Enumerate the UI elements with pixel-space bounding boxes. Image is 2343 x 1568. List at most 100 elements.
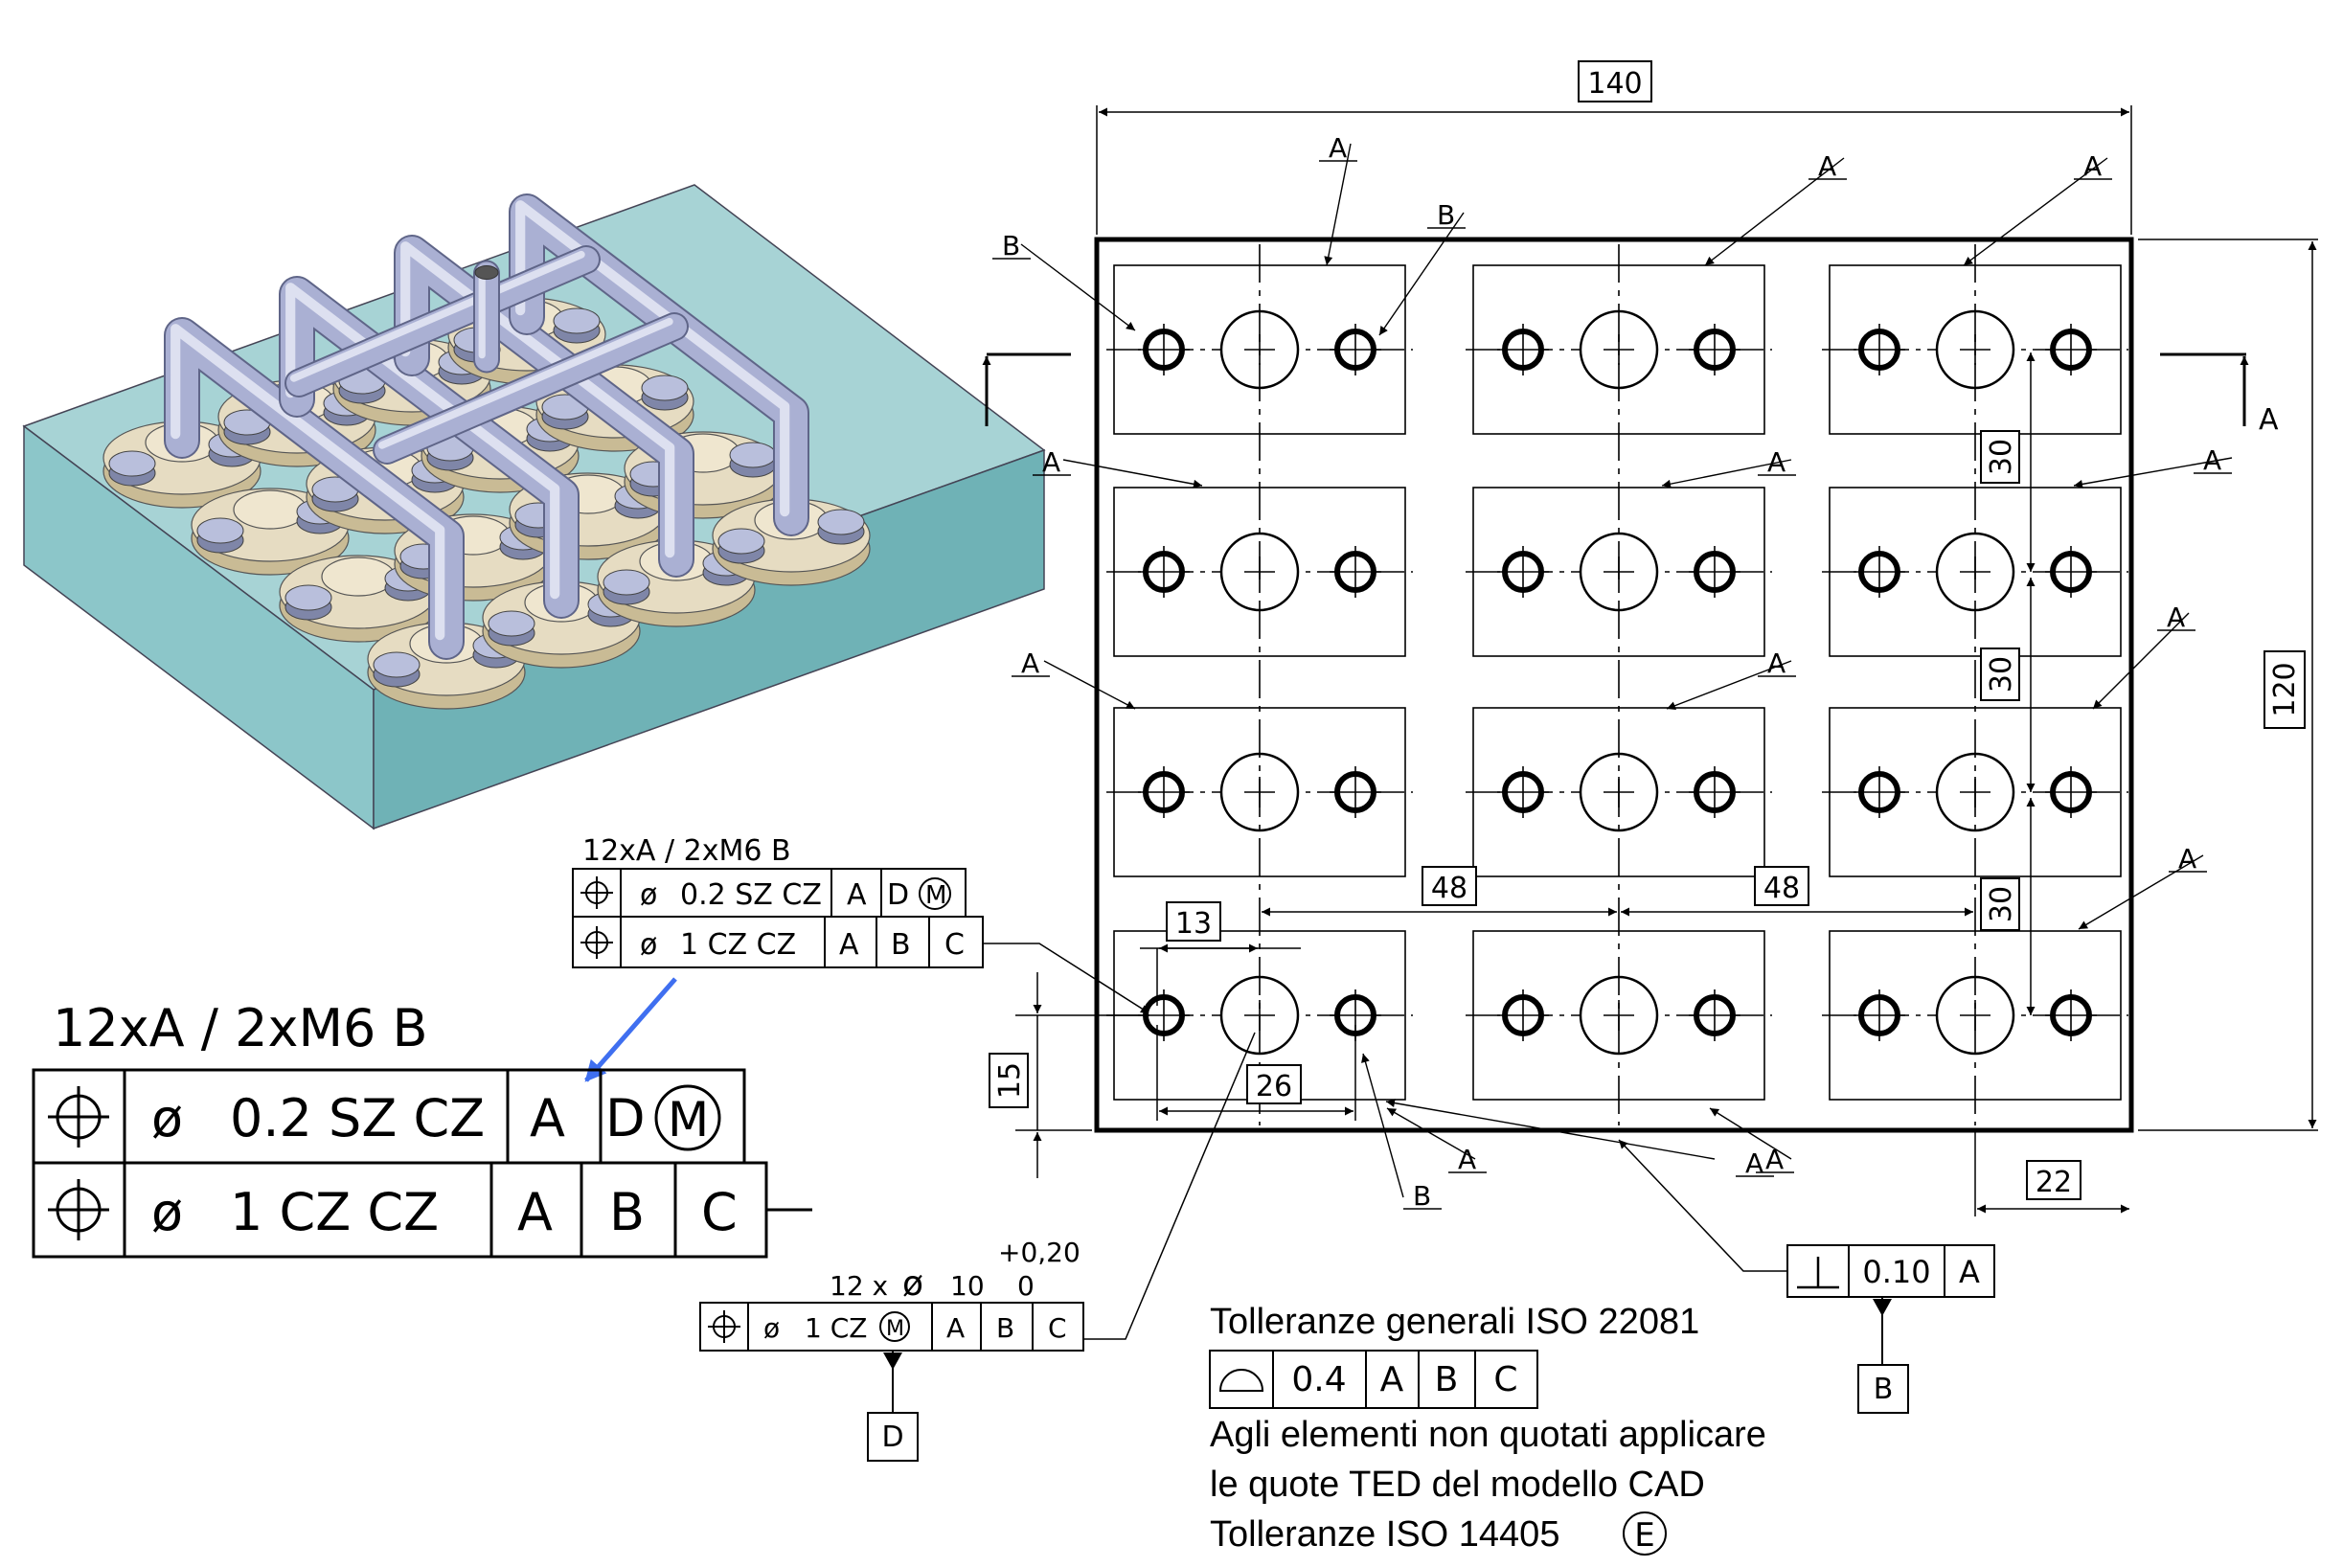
leader-label: A xyxy=(1329,132,1347,164)
fcf-big-row2-ref-b: B xyxy=(609,1182,645,1242)
dim-48-b: 48 xyxy=(1763,872,1800,905)
hole-size: 12 x xyxy=(830,1270,888,1302)
note-line2: Agli elementi non quotati applicare xyxy=(1210,1415,1766,1455)
zoom-arrow xyxy=(584,977,677,1082)
svg-text:ø: ø xyxy=(151,1182,183,1242)
svg-text:ø: ø xyxy=(640,878,657,912)
plan-cell xyxy=(1466,930,1772,1101)
hole-datum: D xyxy=(881,1420,903,1454)
hole-fcf-tol: 1 CZ xyxy=(805,1312,867,1344)
fcf-small-row2-ref-c: C xyxy=(944,928,965,962)
fcf-big-row1-ref: A xyxy=(530,1088,565,1148)
plan-cell xyxy=(1822,707,2128,877)
svg-text:ø: ø xyxy=(151,1088,183,1148)
svg-text:ø: ø xyxy=(640,928,657,962)
hole-lower-tol: 0 xyxy=(1017,1270,1035,1302)
fcf-small-title: 12xA / 2xM6 B xyxy=(582,834,791,868)
leader: A xyxy=(1386,1107,1487,1175)
leader: A xyxy=(1709,1107,1794,1175)
profile-tol: 0.4 xyxy=(1291,1360,1346,1399)
leader-label: A xyxy=(1042,446,1060,478)
perp-ref: A xyxy=(1959,1254,1980,1290)
fcf-small-row1-mod: D xyxy=(887,878,909,912)
clamp xyxy=(482,580,641,669)
leader: A xyxy=(2092,602,2195,710)
fcf-small-row2-tol: 1 CZ CZ xyxy=(680,928,796,962)
perp-callout: 0.10 A B xyxy=(1618,1139,1995,1414)
general-notes: Tolleranze generali ISO 22081 0.4 A B C … xyxy=(1209,1302,1766,1556)
hole-callout: +0,20 12 x ø 10 0 ø 1 CZ M A B C D xyxy=(699,1032,1256,1462)
note-line1: Tolleranze generali ISO 22081 xyxy=(1210,1302,1699,1342)
leader: B xyxy=(1361,1053,1442,1212)
leader: B xyxy=(992,230,1136,331)
leader: A xyxy=(1319,132,1357,266)
leader: A xyxy=(1033,446,1203,489)
leader: A xyxy=(1704,150,1847,266)
svg-text:ø: ø xyxy=(902,1264,923,1304)
hole-fcf-mod: M xyxy=(886,1317,904,1341)
note-line4: Tolleranze ISO 14405 xyxy=(1210,1514,1559,1555)
leader-label: A xyxy=(2178,843,2196,875)
dim-120: 120 xyxy=(2268,662,2302,716)
dim-30-c: 30 xyxy=(1985,886,2018,922)
leader: A xyxy=(1661,446,1796,489)
hole-upper-tol: +0,20 xyxy=(998,1237,1081,1268)
leader: A xyxy=(1963,150,2112,266)
leader-label: A xyxy=(1458,1144,1476,1175)
fcf-small-row1-tol: 0.2 SZ CZ xyxy=(680,878,822,912)
fcf-small-row2-ref-a: A xyxy=(839,928,859,962)
profile-ref-a: A xyxy=(1380,1360,1404,1399)
leader-label: B xyxy=(1002,230,1020,261)
leader-label: A xyxy=(1021,648,1039,679)
leader: A xyxy=(1012,648,1136,710)
leader-label: A xyxy=(2203,444,2221,476)
hole-nominal: 10 xyxy=(950,1270,985,1302)
perp-tol: 0.10 xyxy=(1862,1254,1930,1290)
fcf-big-row1-tol: 0.2 SZ CZ xyxy=(230,1088,485,1148)
leader: A xyxy=(2073,444,2233,489)
fcf-small-row2-ref-b: B xyxy=(891,928,911,962)
fcf-big-row2-tol: 1 CZ CZ xyxy=(230,1182,439,1242)
fcf-small-row1-modc: M xyxy=(925,881,946,910)
dim-13: 13 xyxy=(1175,907,1212,941)
dim-48-a: 48 xyxy=(1431,872,1467,905)
fcf-big: 12xA / 2xM6 B ø 0.2 SZ CZ A D M ø 1 CZ C… xyxy=(32,998,812,1259)
pipe-group xyxy=(164,193,809,660)
plan-cell xyxy=(1466,487,1772,657)
section-label-a: A xyxy=(2259,403,2279,437)
pipe xyxy=(286,247,599,396)
dim-26: 26 xyxy=(1256,1070,1292,1103)
leader: A xyxy=(1385,1099,1774,1179)
hole-ref-a: A xyxy=(946,1312,965,1344)
dim-22: 22 xyxy=(2036,1166,2072,1199)
position-symbol-hole-icon xyxy=(708,1310,740,1343)
perpendicularity-icon xyxy=(1797,1257,1839,1289)
plate-outline xyxy=(1094,237,2134,1133)
dim-30-b: 30 xyxy=(1985,656,2018,693)
pipe xyxy=(375,314,687,463)
leader: A xyxy=(1666,648,1796,710)
position-symbol-big-icon xyxy=(48,1086,109,1240)
note-envelope: E xyxy=(1634,1516,1654,1555)
perp-datum: B xyxy=(1874,1373,1894,1406)
leader-label: A xyxy=(2167,602,2185,633)
dim-15: 15 xyxy=(993,1062,1027,1099)
leader-label: A xyxy=(1745,1148,1763,1179)
fcf-big-row2-ref-c: C xyxy=(701,1182,738,1242)
leader-label: A xyxy=(1767,648,1786,679)
plan-cell xyxy=(1822,930,2128,1101)
profile-surface-icon xyxy=(1218,1369,1264,1392)
leader-label: B xyxy=(1413,1180,1431,1212)
svg-text:ø: ø xyxy=(763,1312,780,1344)
profile-ref-c: C xyxy=(1493,1360,1517,1399)
fcf-small-row1-ref: A xyxy=(847,878,867,912)
leader: A xyxy=(2078,843,2207,930)
fcf-big-row2-ref-a: A xyxy=(517,1182,553,1242)
iso-model xyxy=(22,184,1046,830)
leader-label: A xyxy=(2083,150,2102,182)
center-lines xyxy=(1259,244,1976,1125)
hole-ref-c: C xyxy=(1048,1312,1067,1344)
profile-ref-b: B xyxy=(1435,1360,1459,1399)
